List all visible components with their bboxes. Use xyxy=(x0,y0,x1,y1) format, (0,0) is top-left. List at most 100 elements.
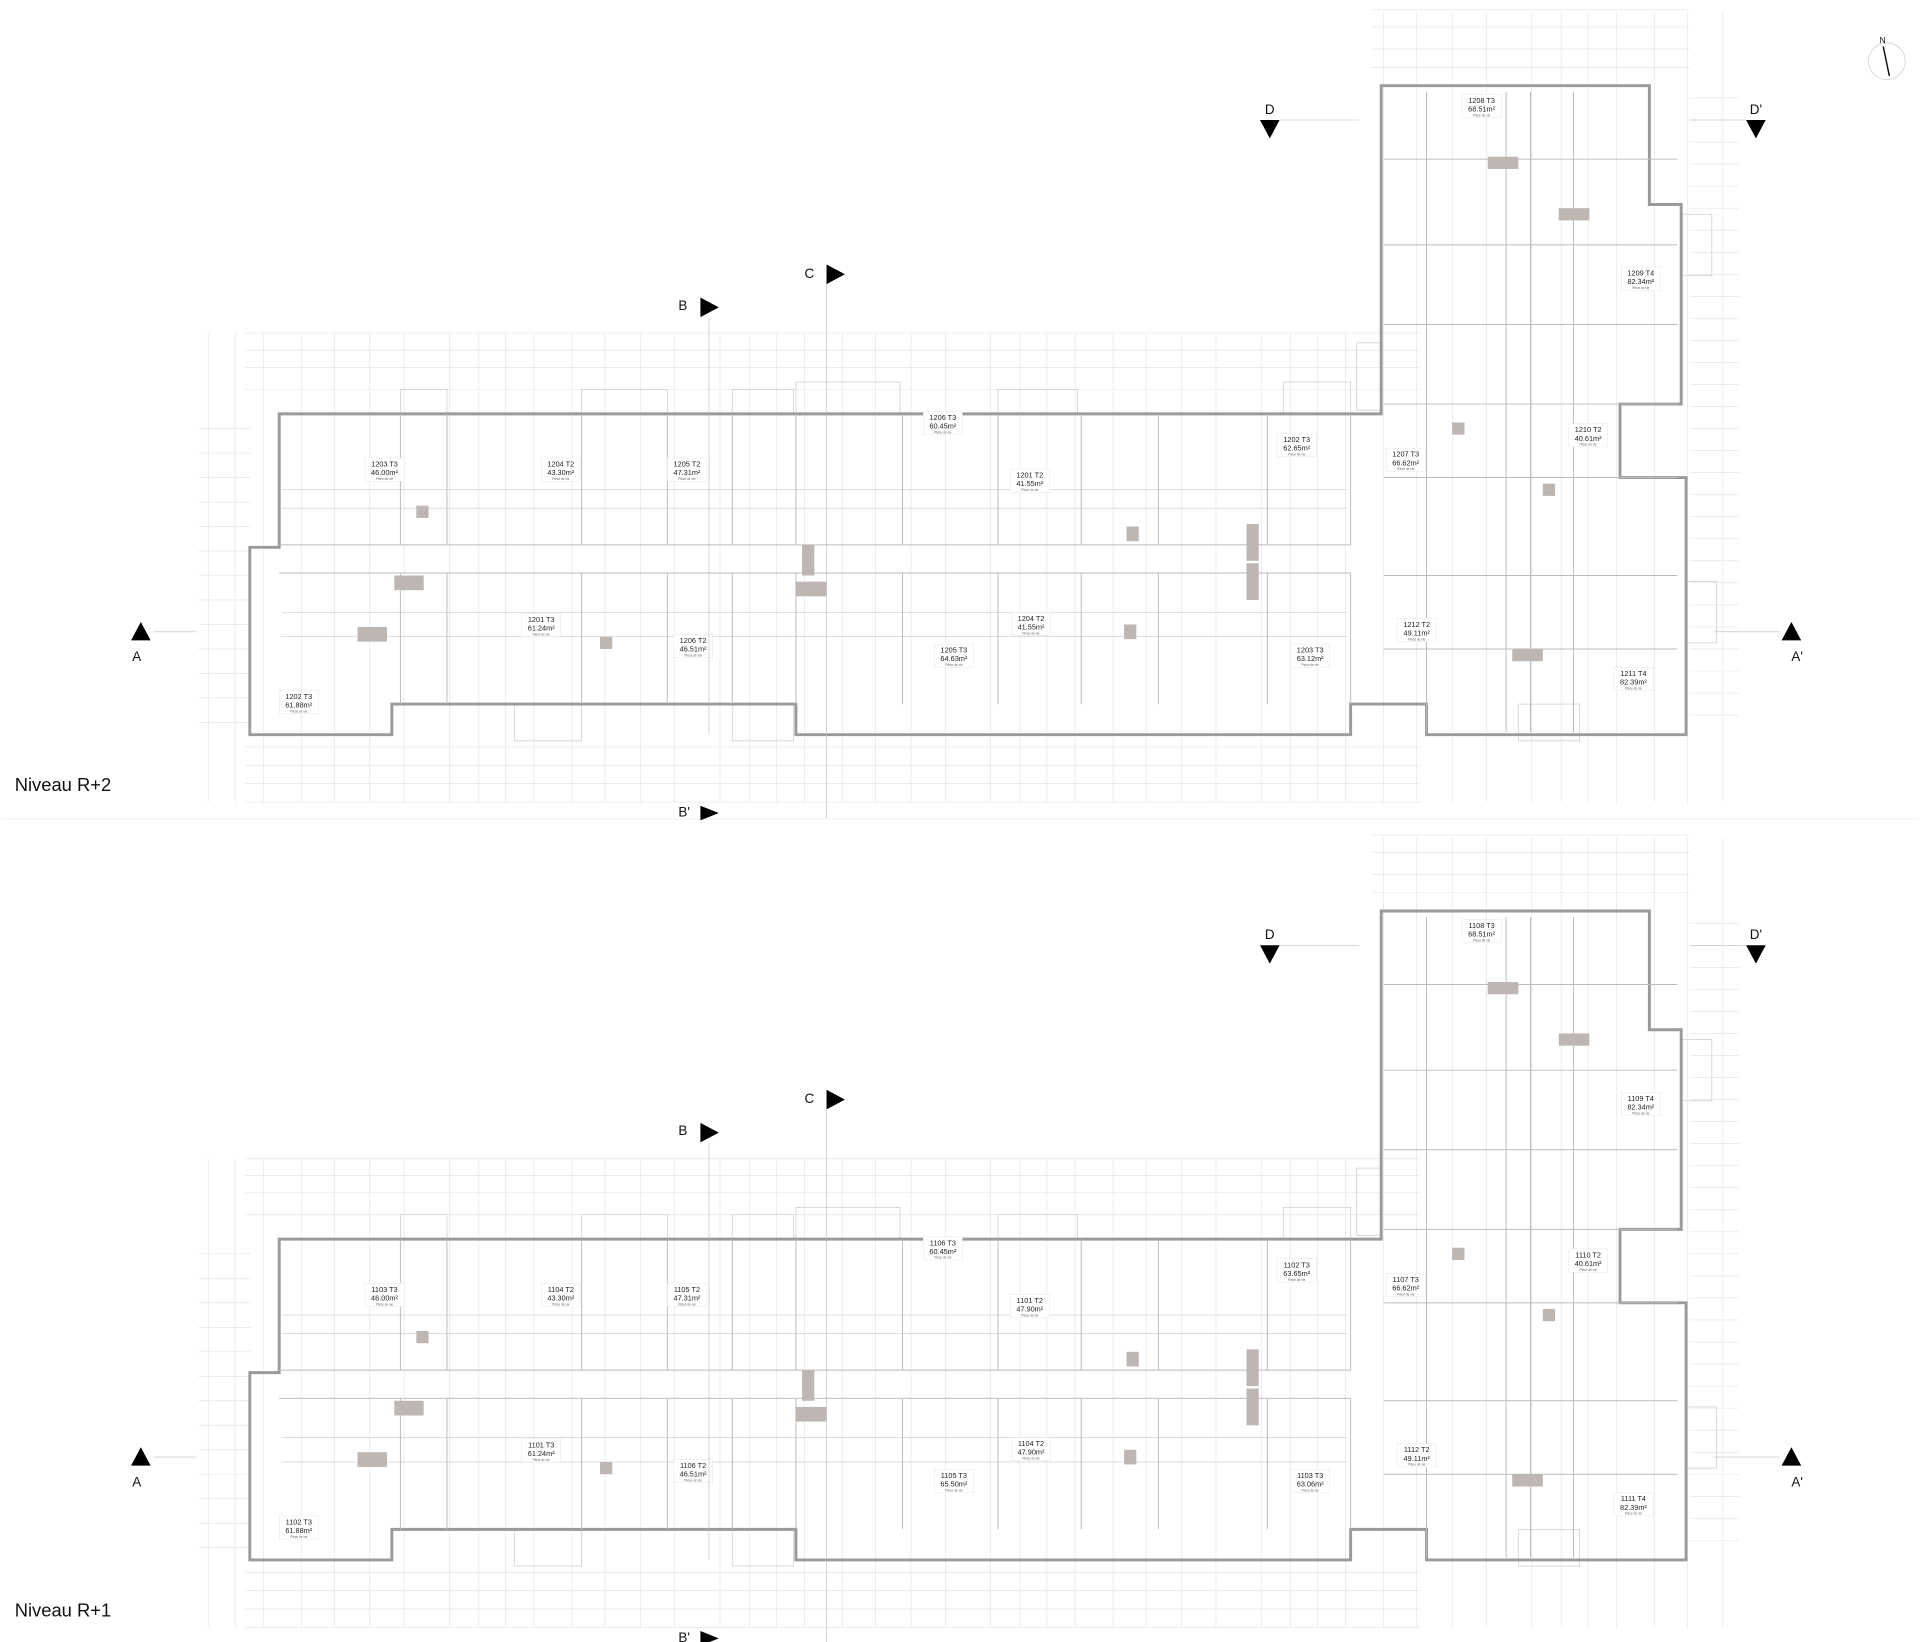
unit-room-label: Pièce de vie xyxy=(945,1488,963,1492)
section-label: A xyxy=(132,649,141,664)
unit-number: 1204 T2 xyxy=(547,460,574,469)
compass-label: N xyxy=(1880,35,1886,45)
unit-number: 1205 T2 xyxy=(674,460,701,469)
unit-number: 1201 T3 xyxy=(528,615,555,624)
unit-number: 1205 T3 xyxy=(940,646,967,655)
sanitary-fixtures xyxy=(357,156,1590,662)
partition-walls xyxy=(279,91,1678,733)
unit-room-label: Pièce de vie xyxy=(552,477,570,481)
unit-number: 1101 T3 xyxy=(528,1440,554,1449)
section-label: B xyxy=(678,1123,687,1138)
section-d-prime-marker: D' xyxy=(1689,102,1766,139)
section-label: A' xyxy=(1791,1474,1803,1489)
section-arrow-icon xyxy=(1259,119,1280,139)
unit-room-label: Pièce de vie xyxy=(1288,452,1306,456)
unit-area: 63.12m² xyxy=(1297,654,1324,663)
unit-number: 1203 T3 xyxy=(1297,646,1324,655)
unit-room-label: Pièce de vie xyxy=(533,1458,551,1462)
unit-room-label: Pièce de vie xyxy=(934,430,952,434)
unit-number: 1111 T4 xyxy=(1621,1494,1646,1503)
section-b-marker: B xyxy=(678,1122,719,1560)
section-arrow-icon xyxy=(131,1447,151,1466)
unit-room-label: Pièce de vie xyxy=(934,1256,952,1260)
section-d-marker: D xyxy=(1259,927,1360,964)
unit-number: 1110 T2 xyxy=(1575,1251,1601,1260)
section-a-marker: A xyxy=(131,1447,196,1489)
sanitary-fixtures xyxy=(357,982,1590,1487)
section-arrow-icon xyxy=(1746,119,1766,139)
section-label: A' xyxy=(1791,649,1803,664)
unit-area: 63.06m² xyxy=(1297,1479,1324,1488)
section-label: C xyxy=(804,266,814,281)
section-arrow-icon xyxy=(131,622,151,641)
unit-area: 68.51m² xyxy=(1468,930,1495,939)
section-a-marker: A xyxy=(131,622,196,664)
unit-area: 40.61m² xyxy=(1575,1259,1602,1268)
unit-room-label: Pièce de vie xyxy=(1580,443,1598,447)
section-arrow-icon xyxy=(700,805,719,821)
unit-number: 1105 T3 xyxy=(941,1471,967,1480)
unit-room-label: Pièce de vie xyxy=(1473,113,1491,117)
unit-room-label: Pièce de vie xyxy=(533,632,551,636)
unit-area: 46.00m² xyxy=(371,468,398,477)
section-arrow-icon xyxy=(1746,945,1766,964)
section-arrow-icon xyxy=(826,264,845,285)
section-a-prime-marker: A' xyxy=(1714,622,1803,664)
section-label: B xyxy=(678,298,687,313)
section-arrow-icon xyxy=(1259,945,1280,964)
unit-number: 1202 T3 xyxy=(285,692,312,701)
section-label: B' xyxy=(678,805,690,820)
unit-area: 82.34m² xyxy=(1627,1102,1654,1111)
unit-room-label: Pièce de vie xyxy=(1632,286,1650,290)
section-d-marker: D xyxy=(1259,102,1360,139)
unit-area: 47.90m² xyxy=(1016,1304,1043,1313)
section-label: D xyxy=(1265,927,1275,942)
unit-area: 68.51m² xyxy=(1468,104,1495,113)
section-a-prime-marker: A' xyxy=(1714,1447,1803,1489)
unit-area: 40.61m² xyxy=(1575,434,1602,443)
unit-area: 66.62m² xyxy=(1392,1284,1419,1293)
unit-number: 1108 T3 xyxy=(1469,921,1495,930)
unit-area: 47.31m² xyxy=(674,1293,701,1302)
unit-number: 1206 T2 xyxy=(680,636,707,645)
partition-walls xyxy=(279,917,1678,1558)
